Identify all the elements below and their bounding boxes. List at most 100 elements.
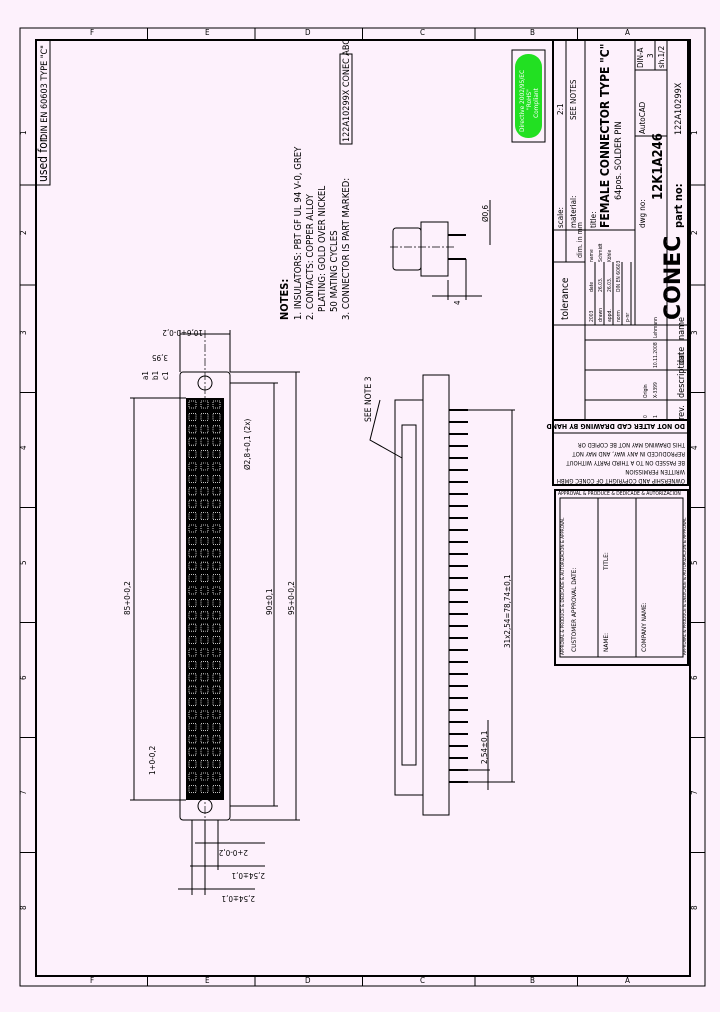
contact-pin — [212, 735, 221, 744]
svg-text:p-nr: p-nr — [625, 313, 631, 322]
svg-text:2003: 2003 — [589, 310, 595, 322]
svg-text:DIN-A: DIN-A — [636, 48, 645, 68]
zone-letter: E — [205, 976, 210, 985]
contact-pin — [212, 760, 221, 768]
contact-pin — [200, 512, 209, 520]
contact-pin — [200, 599, 209, 607]
svg-text:sh.1/2: sh.1/2 — [657, 46, 666, 68]
copyright-line: WRITTEN PERMISSION — [625, 468, 685, 475]
svg-text:dwg no:: dwg no: — [638, 199, 647, 228]
zone-letter: C — [420, 976, 425, 985]
used-for-label: used for: — [36, 134, 50, 182]
contact-pin — [200, 772, 209, 781]
zone-number: 5 — [19, 560, 28, 565]
copyright-line: REPRODUCED IN ANY WAY, AND MAY NOT — [572, 450, 685, 457]
contact-pin — [212, 772, 221, 781]
svg-text:DIN EN 60603: DIN EN 60603 — [616, 260, 622, 292]
drawing-number: 12K1A246 — [651, 133, 666, 200]
zone-number: 8 — [690, 905, 699, 910]
contact-pin — [188, 499, 197, 508]
contact-pin — [200, 673, 209, 682]
svg-text:Schmidt: Schmidt — [598, 243, 604, 262]
contact-pin — [188, 549, 197, 558]
revision-name: Lehmann — [653, 317, 659, 338]
svg-text:2. CONTACTS: COPPER ALLOY: 2. CONTACTS: COPPER ALLOY — [305, 193, 316, 320]
contact-pin — [212, 673, 221, 682]
svg-text:2:1: 2:1 — [556, 103, 565, 115]
contact-pin — [188, 698, 197, 706]
svg-text:64pos. SOLDER PIN: 64pos. SOLDER PIN — [614, 121, 624, 200]
svg-text:TITLE:: TITLE: — [602, 552, 610, 571]
contact-pin — [188, 685, 197, 694]
contact-pin — [188, 623, 197, 632]
contact-pin — [200, 400, 209, 409]
contact-pin — [200, 574, 209, 582]
svg-text:Ø2,8+0,1 (2x): Ø2,8+0,1 (2x) — [242, 418, 252, 470]
svg-text:"RoHS": "RoHS" — [525, 89, 533, 110]
contact-pin — [188, 425, 197, 434]
contact-pin — [188, 437, 197, 446]
copyright-line: OWNERSHIP AND COPYRIGHT OF CONEC GMBH — [557, 477, 685, 484]
zone-number: 6 — [19, 675, 28, 680]
svg-text:90±0,1: 90±0,1 — [265, 588, 274, 615]
contact-pin — [200, 648, 209, 657]
svg-text:APPROVAL & PRODUCE & DEDICADE: APPROVAL & PRODUCE & DEDICADE & AUTORIZA… — [560, 517, 566, 655]
contact-pin — [188, 599, 197, 607]
contact-pin — [212, 512, 221, 520]
svg-text:APPROVAL & PRODUCE & DEDICADE: APPROVAL & PRODUCE & DEDICADE & AUTORIZA… — [558, 491, 681, 497]
revision-description: Origin — [643, 384, 649, 398]
contact-pin — [212, 661, 221, 669]
contact-pin — [200, 561, 209, 570]
svg-text:31x2,54=78,74±0,1: 31x2,54=78,74±0,1 — [503, 574, 512, 648]
svg-text:Köhle: Köhle — [607, 249, 613, 262]
contact-pin — [212, 524, 221, 533]
contact-pin — [200, 437, 209, 446]
contact-pin — [200, 524, 209, 533]
zone-letter: B — [530, 976, 535, 985]
contact-pin — [188, 735, 197, 744]
approval-block: APPROVAL & PRODUCE & DEDICADE & AUTORIZA… — [554, 489, 689, 666]
contact-pin — [200, 487, 209, 496]
svg-text:1. INSULATORS: PBT GF UL 94 V-: 1. INSULATORS: PBT GF UL 94 V-0, GREY — [293, 146, 304, 320]
contact-pin — [188, 412, 197, 421]
zone-number: 3 — [19, 330, 28, 335]
contact-pin — [200, 636, 209, 644]
svg-text:appd.: appd. — [607, 309, 613, 322]
zone-number: 1 — [19, 130, 28, 135]
svg-text:name: name — [589, 249, 595, 262]
svg-text:name: name — [677, 317, 687, 340]
svg-text:date: date — [589, 282, 595, 292]
contact-pin — [200, 723, 209, 731]
svg-text:APPROVAL & PRODUCE & DEDICADE: APPROVAL & PRODUCE & DEDICADE & AUTORIZA… — [682, 517, 688, 655]
svg-text:drawn: drawn — [598, 308, 604, 322]
contact-pin — [212, 425, 221, 434]
svg-text:CUSTOMER APPROVAL DATE:: CUSTOMER APPROVAL DATE: — [570, 568, 578, 652]
contact-pin — [188, 487, 197, 496]
contact-pin — [200, 474, 209, 483]
contact-pin — [200, 735, 209, 744]
contact-pin — [188, 772, 197, 781]
svg-text:2+0-0,2: 2+0-0,2 — [219, 848, 248, 857]
contact-pin — [200, 499, 209, 508]
drawing-title: FEMALE CONNECTOR TYPE "C" — [598, 44, 612, 228]
zone-letter: B — [530, 28, 535, 37]
contact-pin — [188, 673, 197, 682]
contact-pin — [200, 685, 209, 694]
cad-warning: DO NOT ALTER CAD DRAWING BY HAND — [546, 422, 685, 430]
zone-letter: F — [90, 976, 94, 985]
zone-letter: A — [625, 28, 630, 37]
zone-letter: D — [305, 28, 311, 37]
svg-text:SEE NOTES: SEE NOTES — [569, 79, 578, 120]
contact-pin — [212, 586, 221, 595]
copyright-block: DO NOT ALTER CAD DRAWING BY HAND THIS DR… — [546, 419, 689, 486]
zone-letter: F — [90, 28, 94, 37]
contact-pin — [212, 437, 221, 446]
svg-text:26.03.: 26.03. — [607, 278, 613, 292]
contact-pin — [188, 611, 197, 620]
svg-text:3,95: 3,95 — [152, 353, 168, 362]
zone-letter: D — [305, 976, 311, 985]
contact-pin — [212, 648, 221, 657]
zone-number: 7 — [690, 790, 699, 795]
contact-pin — [200, 586, 209, 595]
